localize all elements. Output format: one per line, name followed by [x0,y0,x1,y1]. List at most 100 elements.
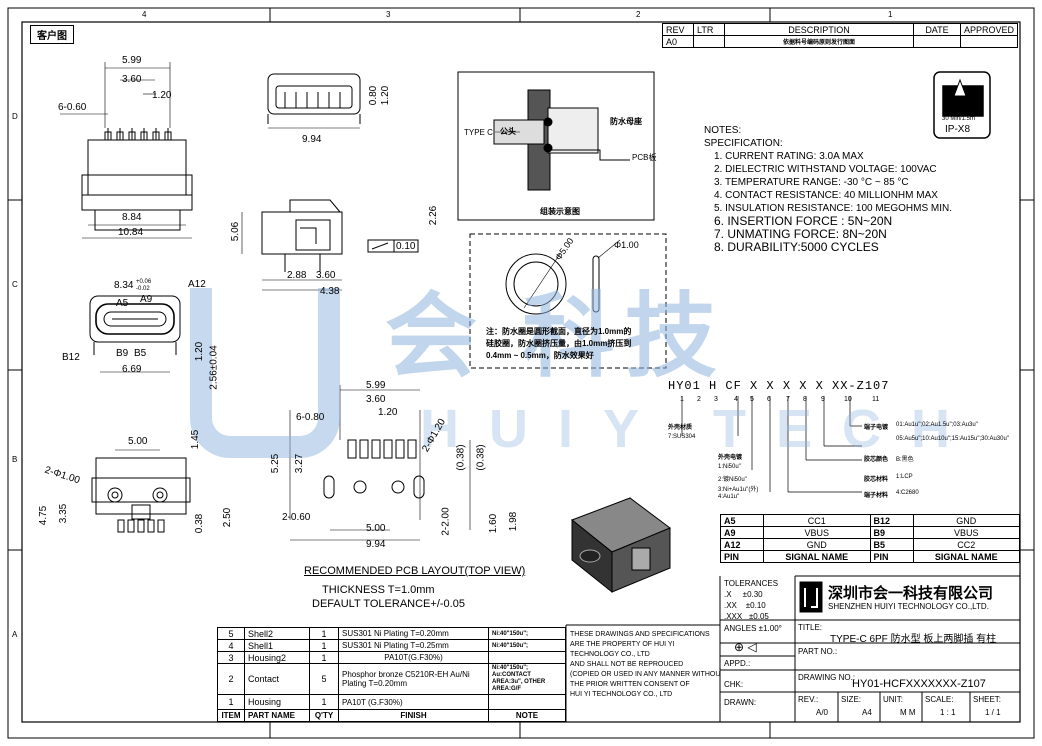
legend-sus304: 7:SUS304 [668,434,696,440]
bom-finish: Phosphor bronze C5210R-EH Au/Ni Plating … [338,663,489,695]
signal-cell: VBUS [763,526,871,539]
dim-pcb-5-00: 5.00 [366,523,386,534]
bom-finish: PA10T (G.F30%) [338,694,489,710]
assembly-box [457,71,655,221]
sheet-label: SHEET: [973,695,1002,704]
dim-top-5-99: 5.99 [122,55,142,66]
dim-front-tol-plus: +0.06 [136,279,152,285]
pin-cell: B12 [869,514,914,527]
note-3: 3. TEMPERATURE RANGE: -30 °C ~ 85 °C [714,177,909,188]
ring-note-2: 硅胶圈，防水圈挤压量，由1.0mm挤压到 [486,339,632,348]
pin-row: A12 GND B5 CC2 [720,538,1020,551]
bom-qty: 1 [309,651,339,664]
bom-note [488,651,566,664]
pin-label-b12: B12 [62,352,80,363]
dim-top-6-0-60: 6-0.60 [58,102,87,113]
pcb-layout [289,385,471,541]
dim-side-1-20: 1.20 [380,85,392,106]
code-pos-3: 3 [714,396,718,403]
code-pos-2: 2 [697,396,701,403]
tolerance-x: .X ±0.30 [724,590,763,599]
dim-top-10-84: 10.84 [118,227,144,238]
legend-core-color: 胶芯颜色 [864,457,889,463]
company-name-cn: 深圳市会一科技有限公司 [828,585,994,602]
bom-row: 1 Housing 1 PA10T (G.F30%) [217,694,566,710]
bom-part: Shell2 [244,627,310,640]
bom-row: 4 Shell1 1 SUS301 Ni Plating T=0.25mm Ni… [217,639,566,652]
dim-profile-0-10: 0.10 [396,241,416,252]
signal-cell: GND [912,514,1020,527]
code-pos-7: 7 [786,396,790,403]
code-pos-9: 9 [821,396,825,403]
bom-finish: PA10T(G.F30%) [338,651,489,664]
sheet-value: 1 / 1 [985,708,1001,717]
signal-cell: VBUS [912,526,1020,539]
note-7: 7. UNMATING FORCE: 8N~20N [714,227,887,241]
title-value: TYPE-C 6PF 防水型 板上两脚插 有柱 [830,634,997,645]
assembly-seat: 防水母座 [610,117,642,126]
ip-badge [933,71,991,139]
bom-header-item: ITEM [217,709,245,722]
bom-item: 2 [217,663,245,695]
signal-cell: CC2 [912,538,1020,551]
pin-header: PIN [720,550,764,563]
top-view [60,62,193,239]
tolerance-angles: ANGLES ±1.00° [724,624,782,633]
code-pos-8: 8 [803,396,807,403]
dim-pcb-3-27: 3.27 [294,453,306,474]
dim-profile-2-26: 2.26 [428,205,440,226]
dim-pcb-0-38-b: (0.38) [475,444,487,471]
bottom-view [91,449,191,533]
pcb-caption-title: RECOMMENDED PCB LAYOUT(TOP VIEW) [304,565,526,577]
disclaimer-line: AND SHALL NOT BE REPROUCED [570,661,684,668]
drawing-no-label: DRAWING NO.: [798,673,856,682]
ring-box [469,233,667,369]
size-label: SIZE: [841,695,862,704]
unit-label: UNIT: [883,695,903,704]
dim-profile-2-88: 2.88 [287,270,307,281]
drawing-no-value: HY01-HCFXXXXXXX-Z107 [852,678,986,690]
pin-cell: A5 [720,514,764,527]
pin-cell: A9 [720,526,764,539]
disclaimer-line: THE PRIOR WRITTEN CONSENT OF [570,681,690,688]
disclaimer-line: (COPIED OR USED IN ANY MANNER WITHOU [570,671,721,678]
tolerances-label: TOLERANCES [724,579,779,588]
dim-pcb-5-25: 5.25 [270,453,282,474]
note-8: 8. DURABILITY:5000 CYCLES [714,240,879,254]
dim-top-3-60: 3.60 [122,74,142,85]
company-logo [800,582,822,612]
bom-qty: 1 [309,627,339,640]
legend-au-b: 05:Au5u";10:Au10u";15:Au15u";30:Au30u" [896,436,1009,442]
bom-part: Housing [244,694,310,710]
signal-cell: GND [763,538,871,551]
ip-badge-top: 30 Min/1.5m [942,116,976,122]
drawn-label: DRAWN: [724,698,757,707]
dim-pcb-5-99: 5.99 [366,380,386,391]
bom-item: 5 [217,627,245,640]
assembly-pcb: PCB板 [632,153,657,162]
dim-pcb-9-94: 9.94 [366,539,386,550]
bom-item: 3 [217,651,245,664]
ltr-header: LTR [693,23,725,36]
pin-label-b5: B5 [134,348,147,359]
bom-note: Ni:40"150u"; Au:CONTACT AREA:3u", OTHER … [488,663,566,695]
legend-shell-plating: 外壳电镀 [718,455,743,461]
legend-black: B:黑色 [896,457,914,463]
dim-profile-3-60: 3.60 [316,270,336,281]
code-pos-11: 11 [872,396,880,403]
grid-row-d: D [12,112,18,121]
dim-bottom-0-38: 0.38 [194,513,206,534]
bom-qty: 5 [309,663,339,695]
dim-bottom-5-00: 5.00 [128,436,148,447]
dim-bottom-4-75: 4.75 [38,505,50,526]
note-4: 4. CONTACT RESISTANCE: 40 MILLIONHM MAX [714,190,938,201]
bom-note: Ni:40"150u"; [488,627,566,640]
ltr-value [693,35,725,48]
dim-pcb-0-38-a: (0.38) [455,444,467,471]
revision-table: REV LTR DESCRIPTION DATE APPROVED A0 依据料… [662,23,1019,48]
grid-col-1: 1 [888,10,893,19]
disclaimer: THESE DRAWINGS AND SPECIFICATIONS ARE TH… [570,630,720,700]
bom-header-qty: Q'TY [309,709,339,722]
